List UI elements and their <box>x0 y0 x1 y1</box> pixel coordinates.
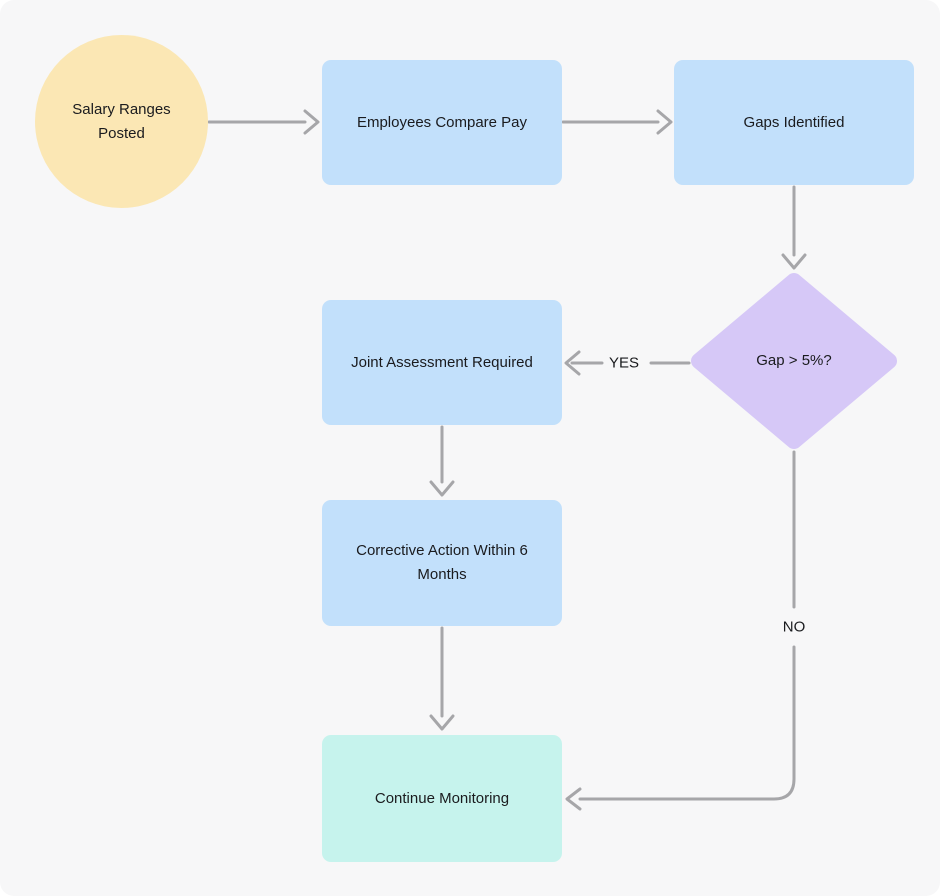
arrowhead-down-icon <box>781 253 807 270</box>
node-label: Continue Monitoring <box>374 789 510 807</box>
edge-label-no: NO <box>782 618 806 636</box>
node-employees-compare-pay: Employees Compare Pay <box>322 60 562 185</box>
node-label: Joint Assessment Required <box>351 353 533 371</box>
node-corrective-action-6-months: Corrective Action Within 6 Months <box>322 500 562 626</box>
arrowhead-down-icon <box>429 714 455 731</box>
node-label: Salary Ranges Posted <box>72 100 171 142</box>
node-gaps-identified: Gaps Identified <box>674 60 914 185</box>
node-salary-ranges-posted: Salary Ranges Posted <box>35 35 208 208</box>
arrowhead-left-icon <box>565 787 582 811</box>
node-continue-monitoring: Continue Monitoring <box>322 735 562 862</box>
arrowhead-right-icon <box>656 109 673 135</box>
node-label: Gap > 5%? <box>756 352 832 369</box>
diamond-shape-icon <box>691 273 897 449</box>
node-label: Corrective Action Within 6 Months <box>356 542 528 583</box>
node-label: Gaps Identified <box>743 113 845 131</box>
arrowhead-down-icon <box>429 480 455 497</box>
node-joint-assessment-required: Joint Assessment Required <box>322 300 562 425</box>
edge-decision-no-segment <box>578 645 796 801</box>
node-label: Employees Compare Pay <box>356 113 528 131</box>
edge-label-yes: YES <box>608 354 640 372</box>
arrowhead-right-icon <box>303 109 320 135</box>
node-decision-gap-over-5pct: Gap > 5%? <box>688 272 900 450</box>
arrowhead-left-icon <box>564 350 581 376</box>
